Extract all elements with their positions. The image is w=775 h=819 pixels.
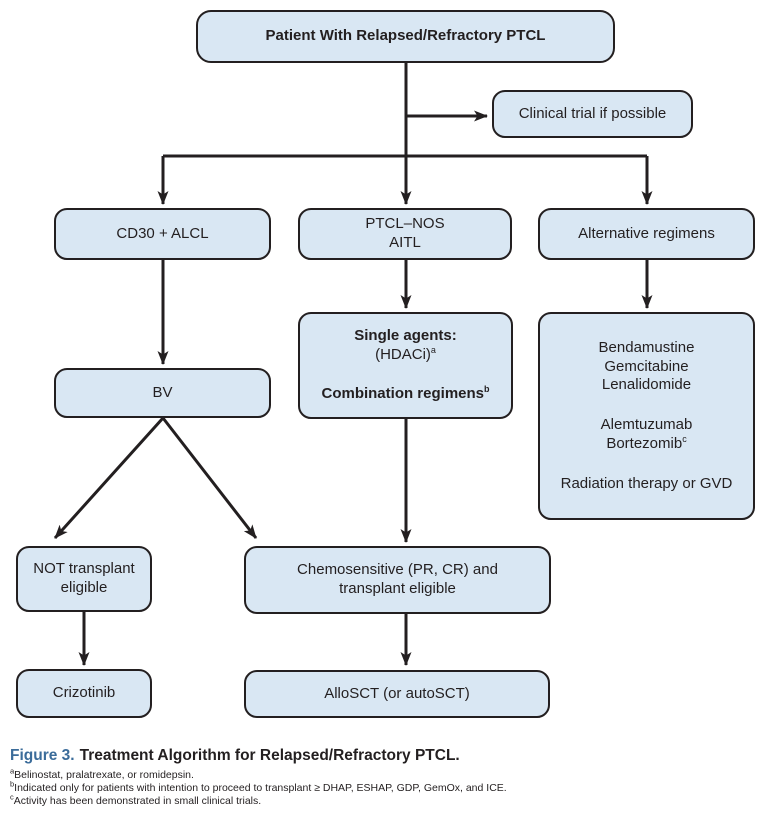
node-label: Chemosensitive (PR, CR) and transplant e… [297,561,498,597]
node-cd30-alcl: CD30 + ALCL [54,208,271,260]
node-bv: BV [54,368,271,418]
node-ptcl-nos-aitl: PTCL–NOS AITL [298,208,512,260]
node-not-transplant-eligible: NOT transplant eligible [16,546,152,612]
connector-bv-to-not-transplant [53,416,165,540]
node-line: (HDACi)a [375,344,436,363]
node-label: AlloSCT (or autoSCT) [324,684,470,702]
node-alternative-list: Bendamustine Gemcitabine Lenalidomide Al… [538,312,755,520]
node-line: Radiation therapy or GVD [560,474,733,492]
node-patient-relapsed-refractory-ptcl: Patient With Relapsed/Refractory PTCL [196,10,615,63]
node-label: Crizotinib [52,684,116,702]
node-crizotinib: Crizotinib [16,669,152,718]
figure-caption: Figure 3.Treatment Algorithm for Relapse… [10,747,765,766]
figure-caption-block: Figure 3.Treatment Algorithm for Relapse… [10,747,765,808]
node-line: Bortezomibc [606,433,687,452]
node-allosct: AlloSCT (or autoSCT) [244,670,550,718]
node-alternative-regimens: Alternative regimens [538,208,755,260]
figure-number: Figure 3. [10,747,75,764]
figure-footnotes: aBelinostat, pralatrexate, or romidepsin… [10,766,765,808]
node-label: CD30 + ALCL [116,224,209,242]
node-line: Gemcitabine [604,357,689,375]
footnote-marker-c: c [682,433,687,444]
node-label: Alternative regimens [578,224,715,242]
footnote-marker-a: a [430,344,436,355]
footnote-a: aBelinostat, pralatrexate, or romidepsin… [10,766,194,781]
footnote-marker-b: b [484,384,490,395]
footnote-b: bIndicated only for patients with intent… [10,779,507,794]
node-label: Clinical trial if possible [518,104,667,122]
node-line: PTCL–NOS [365,215,445,233]
node-label: BV [152,383,173,401]
node-line: Single agents: [354,326,457,344]
node-single-agents: Single agents: (HDACi)a Combination regi… [298,312,513,419]
node-line: Bendamustine [598,338,695,356]
node-line: Combination regimensb [321,384,490,403]
node-line: AITL [389,234,421,251]
node-clinical-trial: Clinical trial if possible [492,90,693,138]
connector-bv-to-chemosensitive [161,417,258,539]
node-line: Lenalidomide [601,376,692,394]
footnote-c: cActivity has been demonstrated in small… [10,792,262,807]
figure-title: Treatment Algorithm for Relapsed/Refract… [79,747,460,764]
node-label: NOT transplant eligible [33,560,135,596]
node-chemosensitive: Chemosensitive (PR, CR) and transplant e… [244,546,551,614]
node-line: Alemtuzumab [600,416,693,433]
node-label: Patient With Relapsed/Refractory PTCL [265,27,546,45]
